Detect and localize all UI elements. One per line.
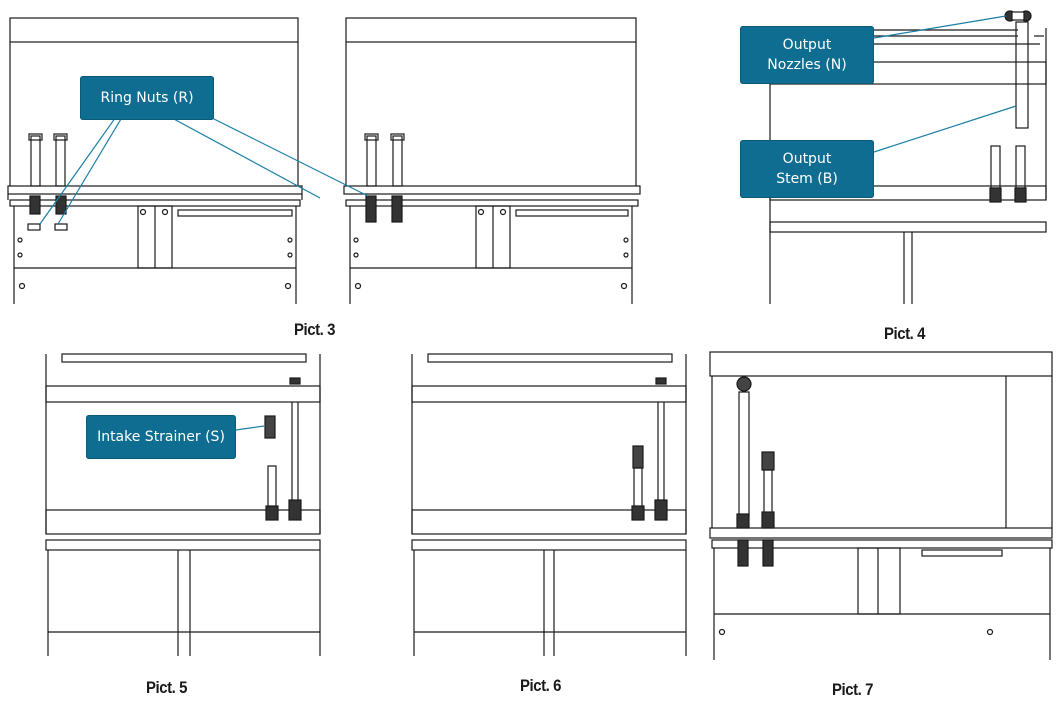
- caption-pict4: Pict. 4: [884, 324, 926, 343]
- pict7-aquarium: [709, 351, 1053, 660]
- pict3-left-aquarium: [7, 17, 303, 304]
- output-stem-callout: Output Stem (B): [740, 140, 874, 198]
- intake-strainer-label: Intake Strainer (S): [97, 429, 225, 445]
- output-nozzles-label-line1: Output: [782, 37, 832, 53]
- output-nozzles-callout: Output Nozzles (N): [740, 26, 874, 84]
- pict6-aquarium: [411, 353, 687, 656]
- pict4-aquarium: [769, 10, 1047, 304]
- caption-pict7: Pict. 7: [832, 680, 874, 699]
- ring-nuts-label: Ring Nuts (R): [100, 90, 194, 106]
- output-stem-label-line1: Output: [782, 151, 832, 167]
- output-nozzles-label-line2: Nozzles (N): [767, 57, 847, 73]
- intake-strainer-callout: Intake Strainer (S): [86, 415, 236, 459]
- output-stem-label-line2: Stem (B): [776, 171, 838, 187]
- pict3-right-aquarium: [343, 17, 641, 304]
- ring-nuts-callout: Ring Nuts (R): [80, 76, 214, 120]
- caption-pict3: Pict. 3: [294, 320, 336, 339]
- caption-pict5: Pict. 5: [146, 678, 188, 697]
- leader-lines: [39, 15, 1017, 431]
- caption-pict6: Pict. 6: [520, 676, 562, 695]
- pict5-aquarium: [45, 353, 321, 656]
